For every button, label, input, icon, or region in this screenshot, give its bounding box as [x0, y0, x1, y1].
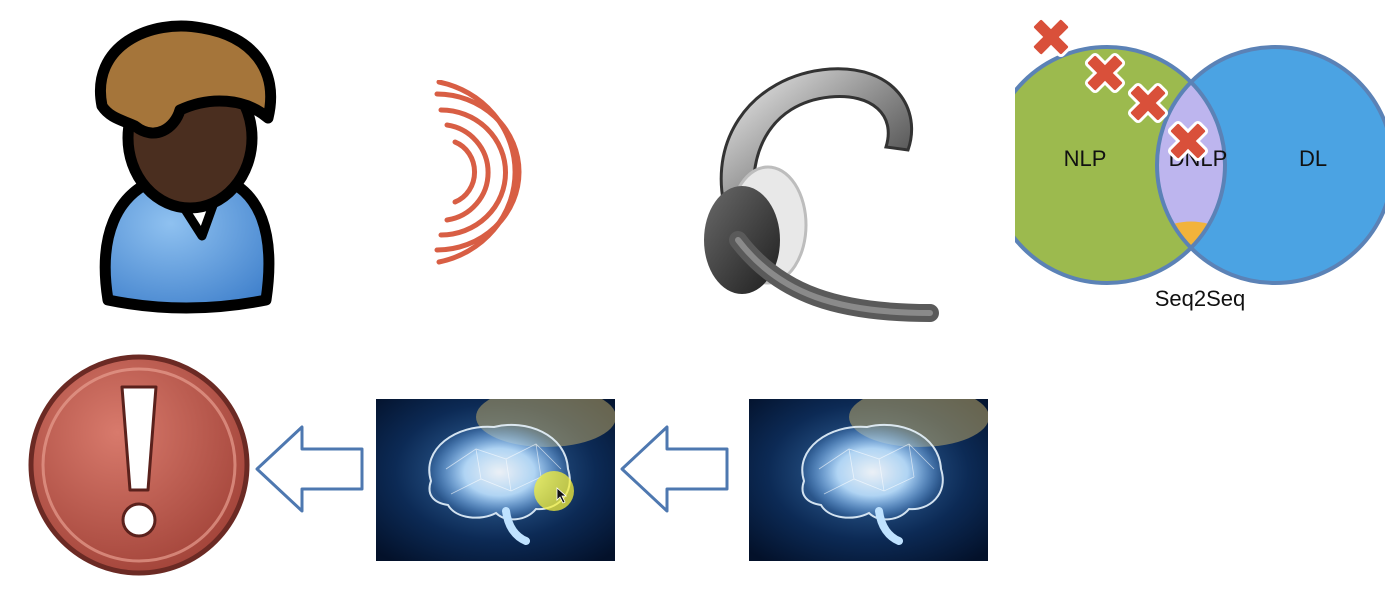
- cross-mark-icon: [1167, 120, 1209, 162]
- arrow-left-icon: [255, 425, 364, 513]
- cross-mark-icon: [1030, 16, 1072, 58]
- venn-caption-seq2seq: Seq2Seq: [1154, 286, 1246, 311]
- cross-mark-icon: [1084, 52, 1126, 94]
- highlight-marker: [534, 471, 574, 511]
- brain-icon: [801, 423, 944, 521]
- venn-diagram: [1015, 45, 1385, 285]
- headset-icon: [704, 67, 939, 322]
- venn-label-dl: DL: [1298, 146, 1328, 171]
- sound-waves-icon: [434, 80, 522, 265]
- dl-circle: [1157, 47, 1385, 283]
- exclamation-icon: [28, 354, 250, 576]
- cursor-icon: [556, 487, 568, 504]
- cross-mark-icon: [1127, 82, 1169, 124]
- arrow-left-icon: [620, 425, 729, 513]
- brain-image-left: [376, 399, 615, 561]
- venn-label-nlp: NLP: [1063, 146, 1107, 171]
- brain-image-right: [749, 399, 988, 561]
- person-icon: [95, 20, 277, 314]
